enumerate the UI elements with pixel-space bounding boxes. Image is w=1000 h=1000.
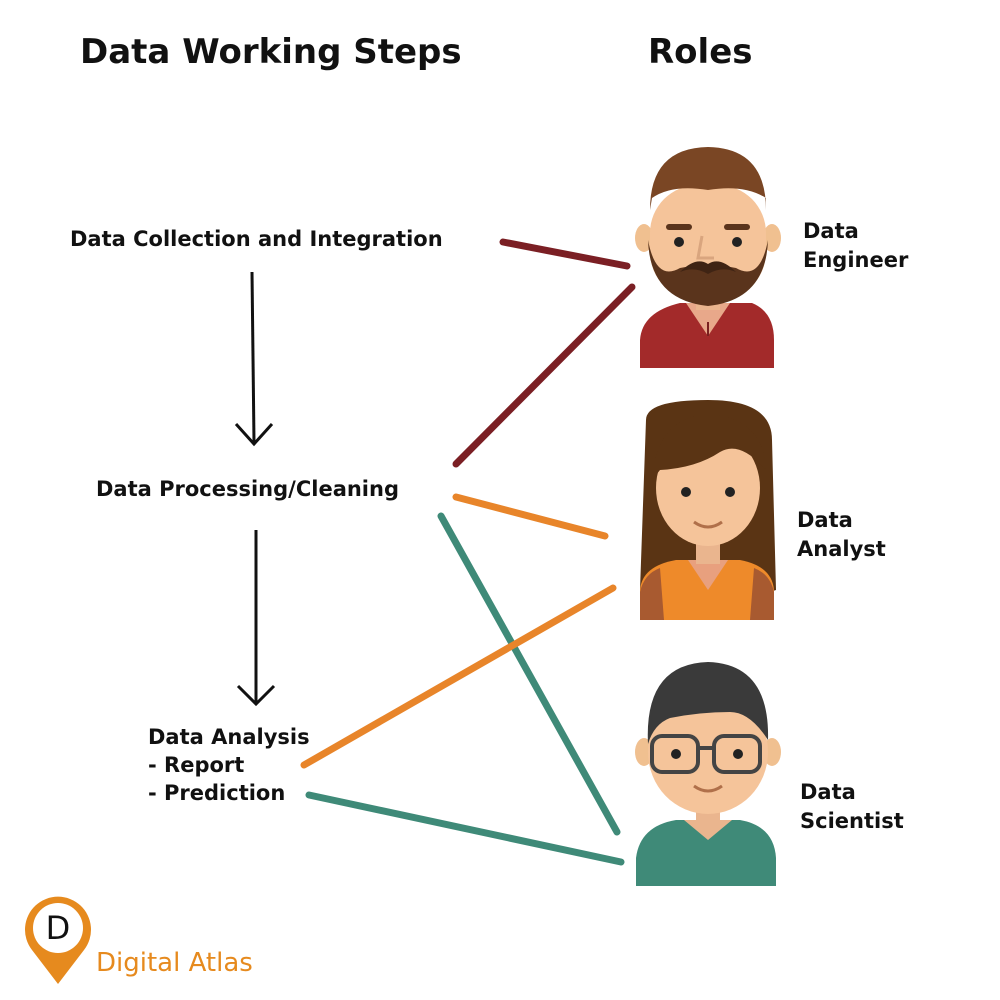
step-arrow-2	[236, 530, 276, 707]
step-collection: Data Collection and Integration	[70, 227, 443, 251]
digital-atlas-logo-icon	[25, 896, 92, 984]
role-analyst-line1: Data	[797, 508, 853, 532]
role-analyst-line2: Analyst	[797, 537, 886, 561]
role-engineer-line1: Data	[803, 219, 859, 243]
role-scientist-line2: Scientist	[800, 809, 904, 833]
brand-name: Digital Atlas	[96, 948, 253, 978]
logo-letter: D	[45, 909, 71, 947]
data-scientist-avatar	[635, 662, 781, 886]
role-data-engineer: Data Engineer	[803, 217, 908, 275]
role-engineer-line2: Engineer	[803, 248, 909, 272]
step-analysis-report: - Report	[148, 753, 245, 777]
connector-processing-engineer	[452, 283, 636, 468]
step-analysis-title: Data Analysis	[148, 725, 310, 749]
role-data-analyst: Data Analyst	[797, 506, 886, 564]
role-data-scientist: Data Scientist	[800, 778, 904, 836]
connector-processing-scientist	[437, 512, 621, 836]
step-arrow-1	[234, 271, 274, 447]
data-analyst-avatar	[640, 400, 776, 620]
roles-heading: Roles	[648, 32, 753, 72]
steps-heading: Data Working Steps	[80, 32, 462, 72]
connector-analysis-scientist	[305, 791, 625, 866]
connector-analysis-analyst	[300, 584, 617, 769]
step-analysis: Data Analysis - Report - Prediction	[148, 723, 310, 807]
connector-collection-engineer	[499, 238, 631, 270]
connector-processing-analyst	[452, 493, 609, 540]
step-processing: Data Processing/Cleaning	[96, 477, 399, 501]
data-engineer-avatar	[635, 147, 781, 368]
role-scientist-line1: Data	[800, 780, 856, 804]
step-analysis-prediction: - Prediction	[148, 781, 286, 805]
